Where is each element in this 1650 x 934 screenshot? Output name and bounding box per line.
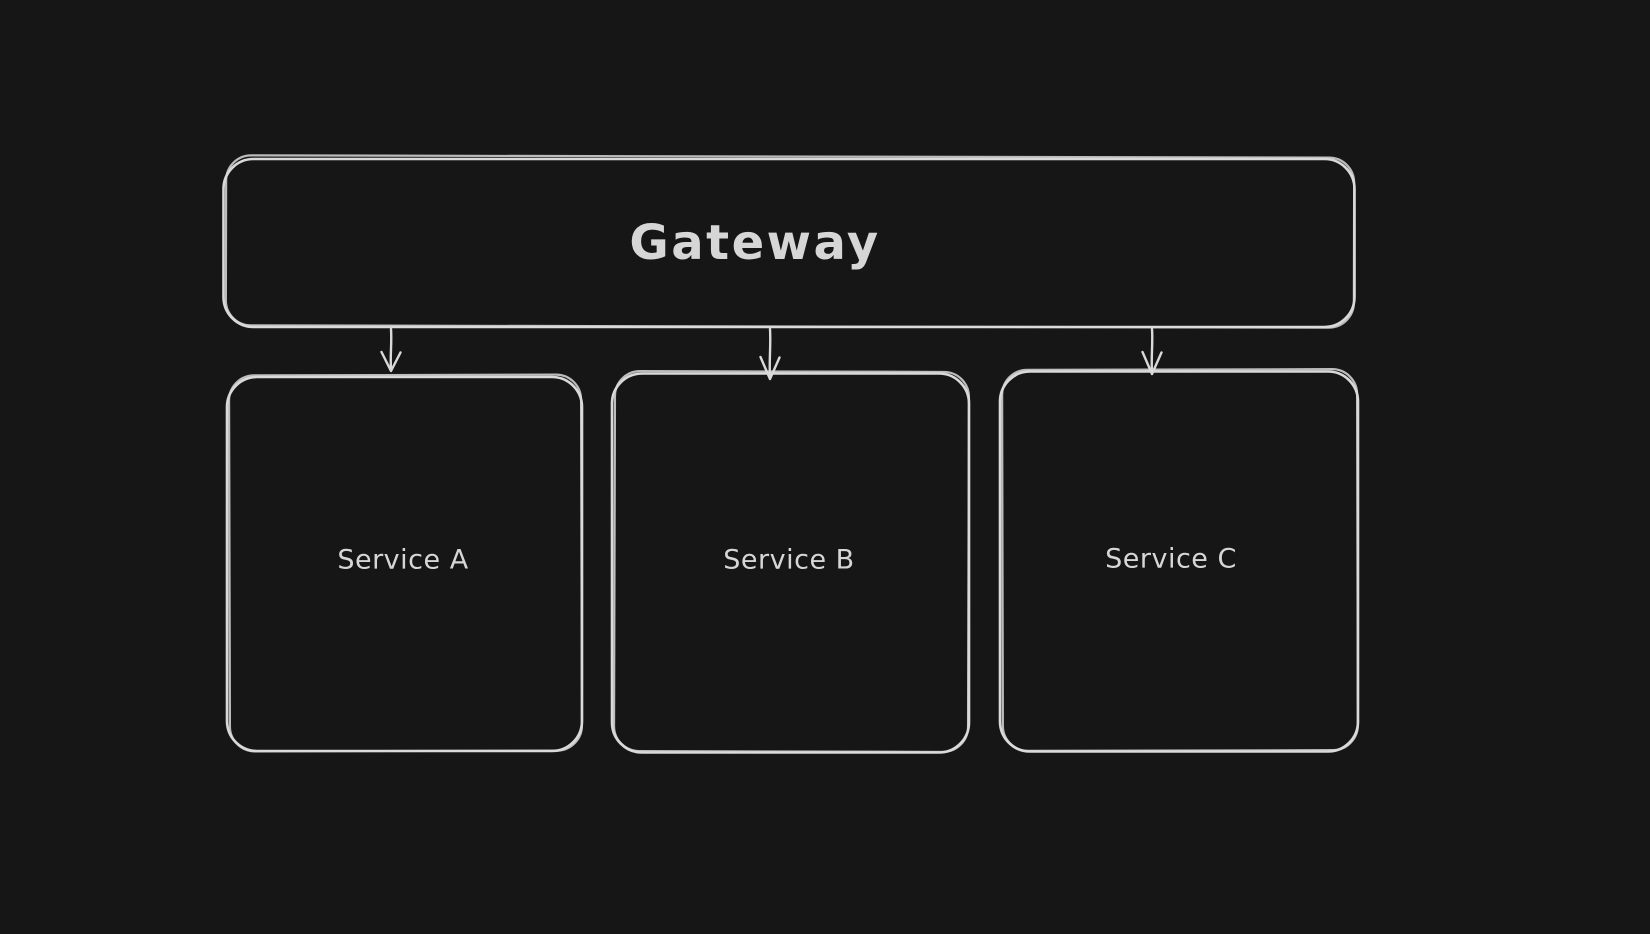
service-b-label: Service B xyxy=(723,545,854,576)
arrow-head-icon xyxy=(380,350,402,373)
arrow-shaft xyxy=(1150,327,1154,374)
service-a-box-sketch-stroke xyxy=(227,373,584,753)
arrow-head-icon xyxy=(759,355,781,381)
arrow-gateway-to-service-a[interactable] xyxy=(380,327,402,373)
arrow-head-icon xyxy=(1141,350,1163,376)
service-a-label: Service A xyxy=(337,545,468,576)
gateway-label: Gateway xyxy=(629,215,880,271)
node-gateway[interactable]: Gateway xyxy=(222,154,1356,329)
node-service-b[interactable]: Service B xyxy=(610,369,971,754)
node-service-a[interactable]: Service A xyxy=(225,373,584,753)
arrow-shaft xyxy=(389,327,393,371)
service-b-box-sketch-stroke xyxy=(612,369,971,754)
service-c-box-sketch-stroke xyxy=(1001,368,1359,752)
node-service-c[interactable]: Service C xyxy=(998,368,1360,753)
arrow-gateway-to-service-c[interactable] xyxy=(1141,327,1163,376)
service-c-label: Service C xyxy=(1105,544,1237,575)
gateway-box-sketch-stroke xyxy=(224,154,1356,329)
arrow-shaft xyxy=(768,327,772,379)
